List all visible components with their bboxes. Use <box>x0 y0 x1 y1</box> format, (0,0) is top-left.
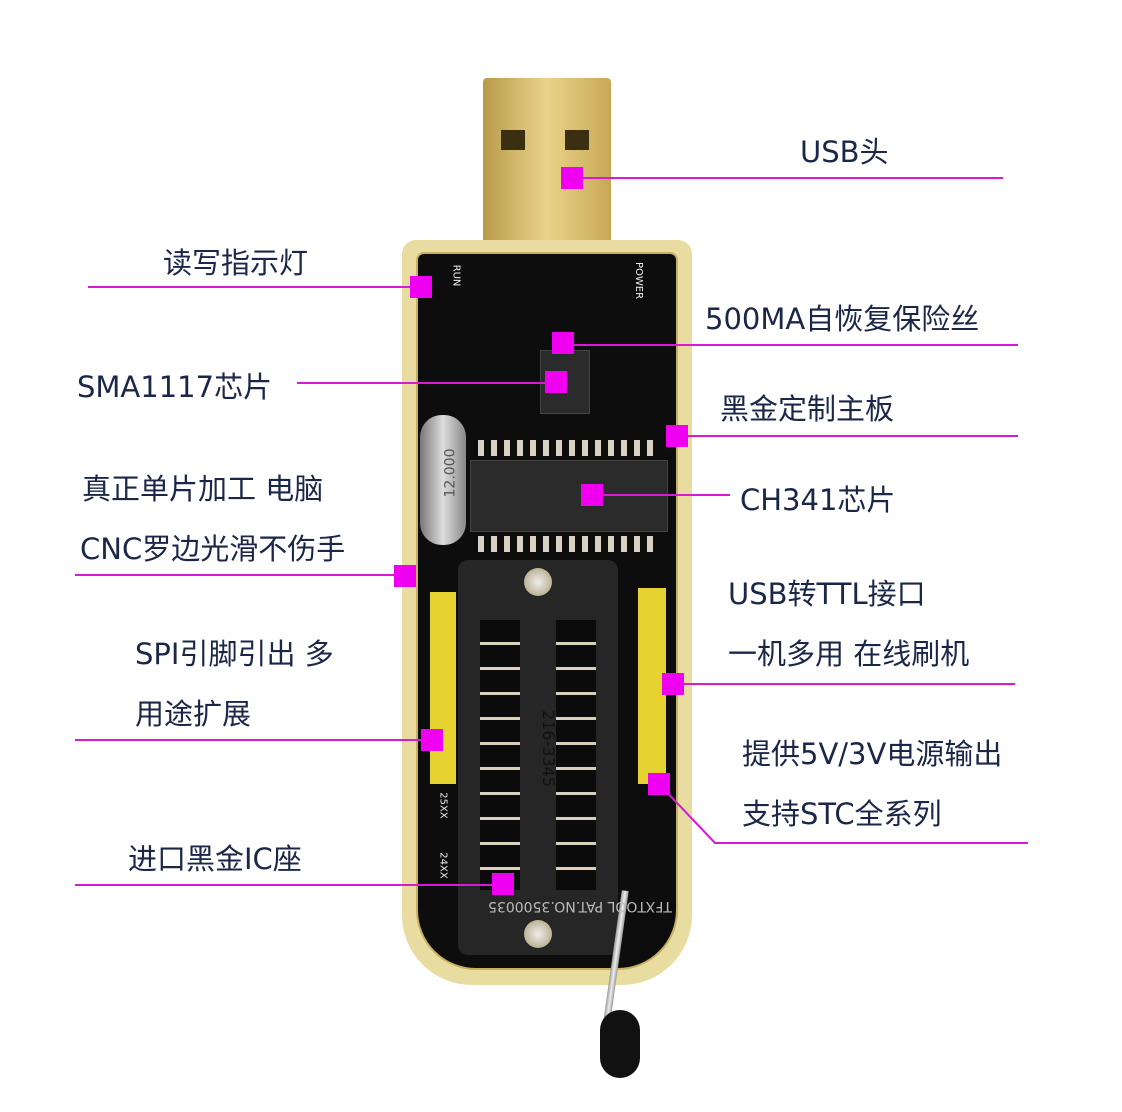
lever-knob <box>600 1010 640 1078</box>
callout-marker <box>492 873 514 895</box>
callout-marker <box>545 371 567 393</box>
label-sma1117: SMA1117芯片 <box>77 370 273 404</box>
callout-line <box>75 574 405 576</box>
callout-marker <box>561 167 583 189</box>
label-spi-1: SPI引脚引出 多 <box>135 637 334 671</box>
callout-marker <box>552 332 574 354</box>
callout-marker <box>421 729 443 751</box>
callout-marker <box>648 773 670 795</box>
callout-marker <box>581 484 603 506</box>
label-cnc-2: CNC罗边光滑不伤手 <box>80 532 346 566</box>
chip-pins <box>478 536 660 552</box>
callout-line <box>75 739 432 741</box>
ch341-chip <box>470 460 668 532</box>
ttl-header <box>638 588 666 784</box>
callout-marker <box>394 565 416 587</box>
label-cnc-1: 真正单片加工 电脑 <box>82 472 324 506</box>
usb-hole <box>565 130 589 150</box>
label-power-2: 支持STC全系列 <box>742 797 942 831</box>
callout-marker <box>666 425 688 447</box>
label-ic-socket: 进口黑金IC座 <box>128 842 302 876</box>
callout-line <box>572 177 1003 179</box>
label-ttl-1: USB转TTL接口 <box>728 577 926 611</box>
callout-marker <box>410 276 432 298</box>
chip-pins <box>478 440 660 456</box>
screw <box>524 920 552 948</box>
label-ch341: CH341芯片 <box>740 483 896 517</box>
zif-ic-socket: 216-3345 TFXTOOL PAT.NO.3500035 <box>458 560 672 955</box>
label-ttl-2: 一机多用 在线刷机 <box>728 637 970 671</box>
callout-line <box>88 286 421 288</box>
callout-line <box>673 683 1015 685</box>
callout-line <box>563 344 1018 346</box>
label-usb-head: USB头 <box>800 135 889 169</box>
screw <box>524 568 552 596</box>
label-spi-2: 用途扩展 <box>135 697 252 731</box>
callout-line <box>592 494 730 496</box>
crystal-oscillator: 12.000 <box>420 415 466 545</box>
spi-header <box>430 592 456 784</box>
callout-line <box>75 884 503 886</box>
callout-marker <box>662 673 684 695</box>
callout-line <box>677 435 1018 437</box>
socket-brand: TFXTOOL PAT.NO.3500035 <box>488 898 672 914</box>
socket-slot <box>556 620 596 890</box>
usb-hole <box>501 130 525 150</box>
label-fuse: 500MA自恢复保险丝 <box>705 302 980 336</box>
label-power-1: 提供5V/3V电源输出 <box>742 737 1003 771</box>
socket-slot <box>480 620 520 890</box>
label-rw-led: 读写指示灯 <box>163 246 309 280</box>
label-board: 黑金定制主板 <box>720 392 895 426</box>
callout-line <box>297 382 556 384</box>
